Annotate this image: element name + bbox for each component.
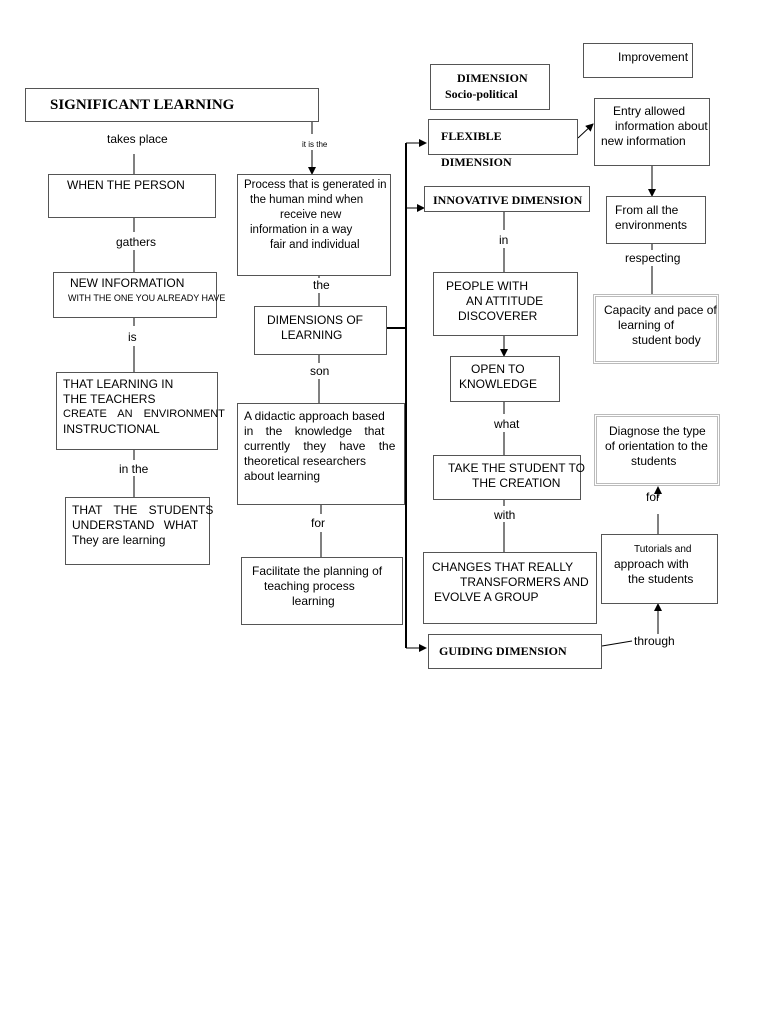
label-it-is-the: it is the xyxy=(302,140,328,149)
node-facilitate-line-1: Facilitate the planning of xyxy=(252,564,383,578)
node-guiding-dimension: GUIDING DIMENSION xyxy=(428,634,602,669)
node-tutorials-line-3: the students xyxy=(628,572,694,586)
node-improvement: Improvement xyxy=(583,43,693,78)
label-son: son xyxy=(310,364,330,378)
node-that-the-students-line-2: UNDERSTAND WHAT xyxy=(72,518,199,532)
node-dimension-sociopolitical: DIMENSION Socio-political xyxy=(430,64,550,110)
node-process-line-1: Process that is generated in xyxy=(244,179,387,191)
node-open-to-line-1: OPEN TO xyxy=(471,362,525,376)
node-from-all: From all the environments xyxy=(606,196,706,244)
node-take-student-line-1: TAKE THE STUDENT TO xyxy=(448,461,585,475)
node-tutorials: Tutorials and approach with the students xyxy=(601,534,718,604)
node-entry-allowed-line-2: information about xyxy=(615,119,708,133)
node-improvement-text: Improvement xyxy=(618,50,689,64)
node-open-to-line-2: KNOWLEDGE xyxy=(459,377,538,391)
node-sociopolitical-line-2: Socio-political xyxy=(445,87,518,101)
node-didactic-line-4: theoretical researchers xyxy=(244,454,367,468)
node-people-with: PEOPLE WITH AN ATTITUDE DISCOVERER xyxy=(433,272,578,336)
node-entry-allowed-line-3: new information xyxy=(601,134,686,148)
node-that-learning-line-4: INSTRUCTIONAL xyxy=(63,422,160,436)
node-that-the-students-line-1: THAT THE STUDENTS xyxy=(72,503,214,517)
node-diagnose-line-3: students xyxy=(631,454,677,468)
node-that-the-students-line-3: They are learning xyxy=(72,533,166,547)
node-when-the-person: WHEN THE PERSON xyxy=(48,174,216,218)
node-changes-line-2: TRANSFORMERS AND xyxy=(460,575,589,589)
node-tutorials-line-1: Tutorials and xyxy=(634,544,692,555)
node-people-with-line-3: DISCOVERER xyxy=(458,309,538,323)
node-people-with-line-2: AN ATTITUDE xyxy=(466,294,544,308)
label-for-right: for xyxy=(646,490,661,504)
label-gathers: gathers xyxy=(116,235,157,249)
node-changes: CHANGES THAT REALLY TRANSFORMERS AND EVO… xyxy=(423,552,597,624)
label-in-the: in the xyxy=(119,462,149,476)
node-capacity: Capacity and pace of learning of student… xyxy=(593,294,719,364)
node-that-learning: THAT LEARNING IN THE TEACHERS CREATE AN … xyxy=(56,372,225,450)
node-dimensions-line-2: LEARNING xyxy=(281,328,343,342)
node-from-all-line-2: environments xyxy=(615,218,688,232)
node-didactic-line-2: in the knowledge that xyxy=(244,424,385,438)
label-is: is xyxy=(128,330,137,344)
node-capacity-line-2: learning of xyxy=(618,318,675,332)
label-takes-place: takes place xyxy=(107,132,168,146)
node-flexible-dimension-text: FLEXIBLE DIMENSION xyxy=(441,129,512,169)
node-diagnose: Diagnose the type of orientation to the … xyxy=(594,414,720,486)
node-diagnose-line-1: Diagnose the type xyxy=(609,424,706,438)
node-sociopolitical-line-1: DIMENSION xyxy=(457,71,528,85)
node-facilitate: Facilitate the planning of teaching proc… xyxy=(241,557,403,625)
node-process: Process that is generated in the human m… xyxy=(237,174,391,276)
node-people-with-line-1: PEOPLE WITH xyxy=(446,279,529,293)
node-new-information: NEW INFORMATION WITH THE ONE YOU ALREADY… xyxy=(53,272,226,318)
node-that-the-students: THAT THE STUDENTS UNDERSTAND WHAT They a… xyxy=(65,497,214,565)
label-with: with xyxy=(494,508,516,522)
node-new-information-subtext: WITH THE ONE YOU ALREADY HAVE xyxy=(68,293,226,303)
node-process-line-3: receive new xyxy=(280,209,342,221)
node-innovative-dimension-text: INNOVATIVE DIMENSION xyxy=(433,193,583,207)
node-flexible-dimension: FLEXIBLE DIMENSION xyxy=(428,119,578,169)
node-capacity-line-3: student body xyxy=(632,333,701,347)
node-diagnose-line-2: of orientation to the xyxy=(605,439,708,453)
node-open-to: OPEN TO KNOWLEDGE xyxy=(450,356,560,402)
node-new-information-text: NEW INFORMATION xyxy=(70,276,185,290)
node-take-student: TAKE THE STUDENT TO THE CREATION xyxy=(433,455,585,500)
node-didactic-line-5: about learning xyxy=(244,469,321,483)
node-innovative-dimension: INNOVATIVE DIMENSION xyxy=(424,186,590,212)
node-that-learning-line-1: THAT LEARNING IN xyxy=(63,377,174,391)
label-through: through xyxy=(634,634,675,648)
node-dimensions-of-learning: DIMENSIONS OF LEARNING xyxy=(254,306,387,355)
label-the: the xyxy=(313,278,330,292)
node-tutorials-line-2: approach with xyxy=(614,557,689,571)
node-that-learning-line-2: THE TEACHERS xyxy=(63,392,156,406)
node-didactic-line-3: currently they have the xyxy=(244,439,396,453)
label-what: what xyxy=(494,417,520,431)
node-didactic-line-1: A didactic approach based xyxy=(244,409,385,423)
label-in: in xyxy=(499,233,509,247)
node-entry-allowed: Entry allowed information about new info… xyxy=(594,98,710,166)
node-capacity-line-1: Capacity and pace of xyxy=(604,303,717,317)
node-that-learning-line-3: CREATE AN ENVIRONMENT xyxy=(63,408,225,420)
node-guiding-dimension-text: GUIDING DIMENSION xyxy=(439,644,567,658)
label-for-left: for xyxy=(311,516,326,530)
node-changes-line-1: CHANGES THAT REALLY xyxy=(432,560,574,574)
node-take-student-line-2: THE CREATION xyxy=(472,476,561,490)
node-from-all-line-1: From all the xyxy=(615,203,679,217)
node-significant-learning-text: SIGNIFICANT LEARNING xyxy=(50,97,235,113)
node-facilitate-line-2: teaching process xyxy=(264,579,355,593)
node-didactic: A didactic approach based in the knowled… xyxy=(237,403,405,505)
node-when-the-person-text: WHEN THE PERSON xyxy=(67,178,185,192)
node-facilitate-line-3: learning xyxy=(292,594,335,608)
node-dimensions-line-1: DIMENSIONS OF xyxy=(267,313,364,327)
node-process-line-2: the human mind when xyxy=(250,194,364,206)
node-significant-learning: SIGNIFICANT LEARNING xyxy=(25,88,319,122)
node-process-line-4: information in a way xyxy=(250,224,353,236)
node-changes-line-3: EVOLVE A GROUP xyxy=(434,590,539,604)
node-entry-allowed-line-1: Entry allowed xyxy=(613,104,686,118)
node-process-line-5: fair and individual xyxy=(270,239,360,251)
label-respecting: respecting xyxy=(625,251,681,265)
